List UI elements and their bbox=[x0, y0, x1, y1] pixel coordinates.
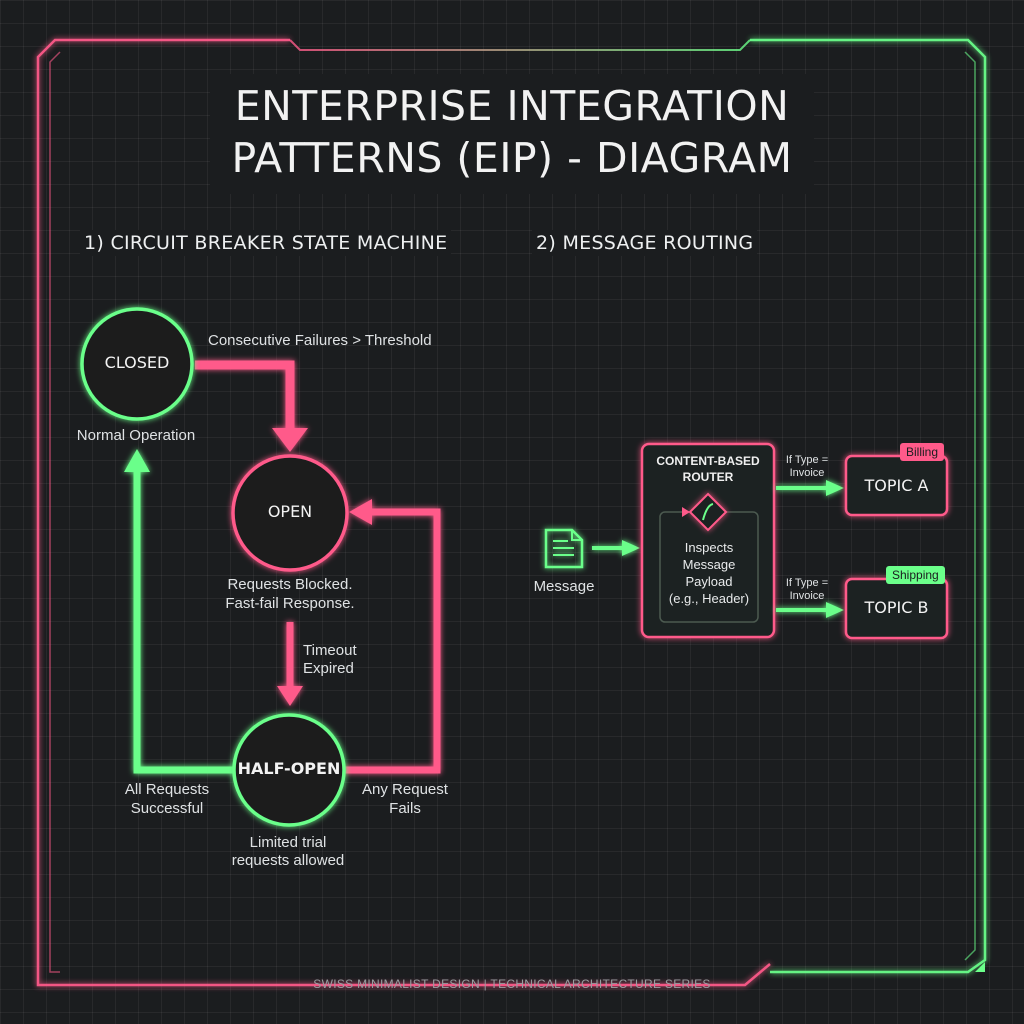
title-backdrop bbox=[210, 74, 814, 194]
transition-timeout-line-1: Timeout bbox=[303, 642, 357, 659]
state-half-open-label: HALF-OPEN bbox=[237, 759, 341, 778]
transition-fail-line-2: Fails bbox=[389, 800, 421, 817]
state-closed-circle bbox=[80, 307, 194, 421]
frame-top bbox=[289, 39, 751, 51]
topic-b-label: TOPIC B bbox=[864, 598, 929, 617]
arrow-open-to-half-open bbox=[277, 622, 303, 706]
frame-right-inner bbox=[964, 51, 976, 961]
router-desc-line-1: Inspects bbox=[684, 540, 734, 555]
router-desc-line-3: Payload bbox=[685, 574, 733, 589]
outer-frame bbox=[36, 38, 987, 987]
footer-caption: SWISS MINIMALIST DESIGN | TECHNICAL ARCH… bbox=[313, 977, 711, 991]
transition-success-line-2: Successful bbox=[130, 800, 204, 817]
route-b-condition-line-2: Invoice bbox=[789, 590, 825, 602]
transition-closed-to-open-label: Consecutive Failures > Threshold bbox=[208, 332, 432, 349]
router-box bbox=[640, 442, 776, 639]
billing-tag: Billing bbox=[900, 443, 945, 461]
frame-left-inner bbox=[49, 51, 61, 973]
transition-fail-line-1: Any Request bbox=[362, 781, 448, 798]
page-title-line-1: ENTERPRISE INTEGRATION bbox=[234, 82, 790, 130]
router-title-line-1: CONTENT-BASED bbox=[656, 454, 760, 468]
state-open-label: OPEN bbox=[267, 502, 313, 521]
arrow-half-open-to-closed bbox=[124, 449, 238, 774]
route-b-condition-line-1: If Type = bbox=[785, 577, 829, 589]
arrow-closed-to-open bbox=[195, 360, 308, 452]
arrow-half-open-to-open bbox=[338, 499, 441, 774]
diamond-decision-icon bbox=[682, 492, 728, 532]
router-title-line-2: ROUTER bbox=[682, 470, 734, 484]
router-desc-line-4: (e.g., Header) bbox=[668, 591, 750, 606]
state-open-circle bbox=[231, 454, 349, 572]
arrow-message-to-router bbox=[592, 540, 640, 556]
state-closed-label: CLOSED bbox=[104, 353, 170, 372]
transition-success-line-1: All Requests bbox=[124, 781, 210, 798]
frame-corner-mark bbox=[975, 962, 985, 972]
topic-a-label: TOPIC A bbox=[864, 476, 929, 495]
message-label: Message bbox=[533, 578, 595, 595]
page-title-line-2: PATTERNS (EIP) - DIAGRAM bbox=[231, 134, 793, 182]
transition-timeout-line-2: Expired bbox=[303, 660, 354, 677]
route-a-condition-line-2: Invoice bbox=[789, 467, 825, 479]
shipping-tag: Shipping bbox=[886, 566, 945, 584]
document-icon bbox=[544, 528, 584, 569]
closed-note: Normal Operation bbox=[76, 427, 196, 444]
frame-left-outer bbox=[36, 38, 771, 987]
open-note-line-1: Requests Blocked. bbox=[227, 576, 353, 593]
route-a-condition-line-1: If Type = bbox=[785, 454, 829, 466]
state-half-open-circle bbox=[232, 713, 346, 827]
topic-a-box bbox=[844, 454, 949, 517]
half-open-note-line-1: Limited trial bbox=[249, 834, 327, 851]
arrow-router-to-topic-a bbox=[776, 480, 844, 496]
message-routing-heading: 2) MESSAGE ROUTING bbox=[532, 230, 758, 256]
half-open-note-line-2: requests allowed bbox=[231, 852, 345, 869]
frame-right-outer bbox=[750, 38, 987, 974]
router-desc-line-2: Message bbox=[682, 557, 736, 572]
arrow-router-to-topic-b bbox=[776, 602, 844, 618]
open-note-line-2: Fast-fail Response. bbox=[225, 595, 355, 612]
circuit-breaker-heading: 1) CIRCUIT BREAKER STATE MACHINE bbox=[80, 230, 452, 256]
